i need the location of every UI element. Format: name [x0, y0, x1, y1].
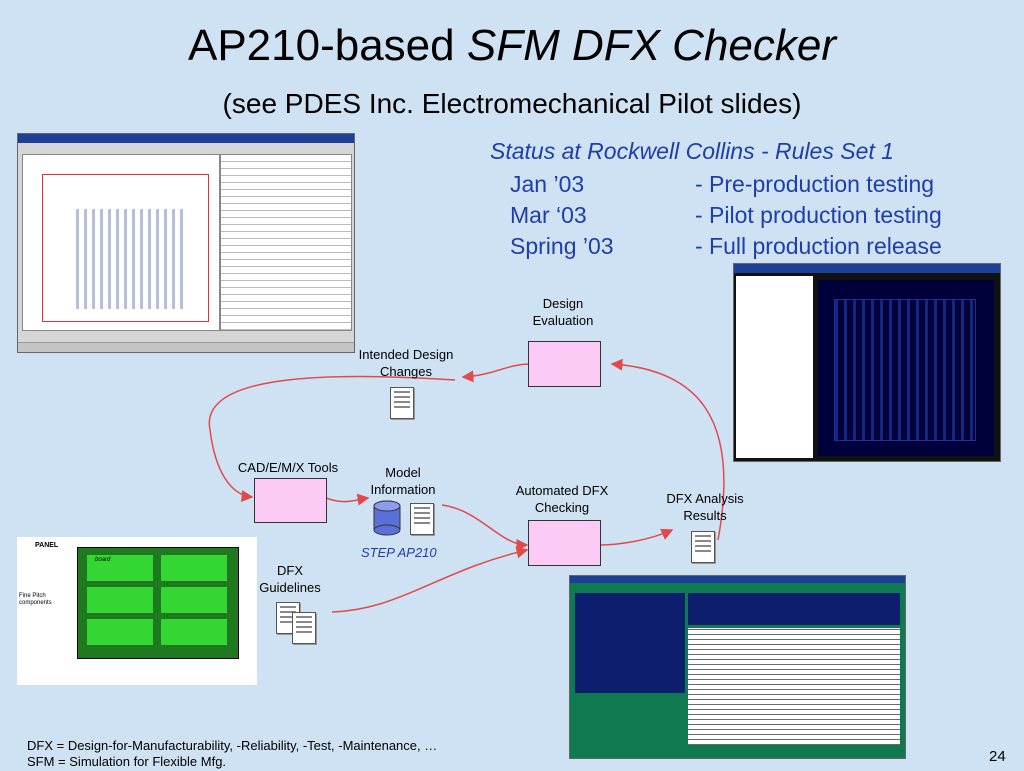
design-evaluation-box: [528, 341, 601, 387]
cad-tools-label: CAD/E/M/X Tools: [237, 460, 339, 475]
status-what-3: - Full production release: [695, 233, 942, 259]
analysis-results-label: DFX Analysis Results: [666, 491, 744, 523]
screenshot-layout-viewer: [733, 263, 1001, 462]
status-what-2: - Pilot production testing: [695, 202, 942, 228]
design-evaluation-label: Design Evaluation: [532, 296, 594, 328]
arrow-model-to-check: [441, 504, 529, 551]
step-ap210-label: STEP AP210: [361, 545, 437, 560]
intended-changes-document-icon: [390, 387, 414, 419]
panel-figure: PANEL board Fine Pitch components: [17, 537, 257, 685]
title-emphasis: SFM DFX Checker: [466, 21, 837, 70]
panel-label: PANEL: [35, 542, 59, 549]
status-when-2: Mar ‘03: [510, 202, 587, 228]
screenshot-ap210-viewer: [17, 133, 355, 353]
status-heading: Status at Rockwell Collins - Rules Set 1: [490, 138, 894, 164]
automated-checking-label: Automated DFX Checking: [515, 483, 609, 515]
arrow-changes-to-cad: [208, 375, 456, 503]
footnote-sfm: SFM = Simulation for Flexible Mfg.: [27, 754, 227, 769]
model-document-icon: [410, 503, 434, 535]
status-when-1: Jan ’03: [510, 171, 585, 197]
cad-tools-box: [254, 478, 327, 523]
arrow-guidelines-to-check: [331, 546, 529, 613]
board-label: board: [95, 557, 111, 563]
arrow-check-to-results: [598, 528, 674, 546]
database-icon: [373, 500, 401, 536]
page-number: 24: [989, 748, 1006, 765]
status-when-3: Spring ’03: [510, 233, 614, 259]
screenshot-rule-checker: [569, 575, 906, 759]
arrow-eval-to-changes: [461, 363, 529, 383]
arrow-cad-to-model: [325, 493, 370, 506]
footnote-dfx: DFX = Design-for-Manufacturability, -Rel…: [27, 738, 438, 753]
analysis-results-document-icon: [691, 531, 715, 563]
title-prefix: AP210-based: [187, 21, 467, 70]
intended-changes-label: Intended Design Changes: [358, 347, 454, 379]
arrow-results-to-eval: [610, 358, 725, 541]
fine-pitch-label: Fine Pitch components: [19, 593, 52, 607]
automated-checking-box: [528, 520, 601, 566]
slide-subtitle: (see PDES Inc. Electromechanical Pilot s…: [222, 88, 802, 119]
status-what-1: - Pre-production testing: [695, 171, 935, 197]
slide-title: AP210-based SFM DFX Checker: [0, 21, 1024, 70]
guidelines-document-icon-2: [292, 612, 316, 644]
model-information-label: Model Information: [370, 465, 436, 497]
guidelines-label: DFX Guidelines: [259, 563, 321, 595]
